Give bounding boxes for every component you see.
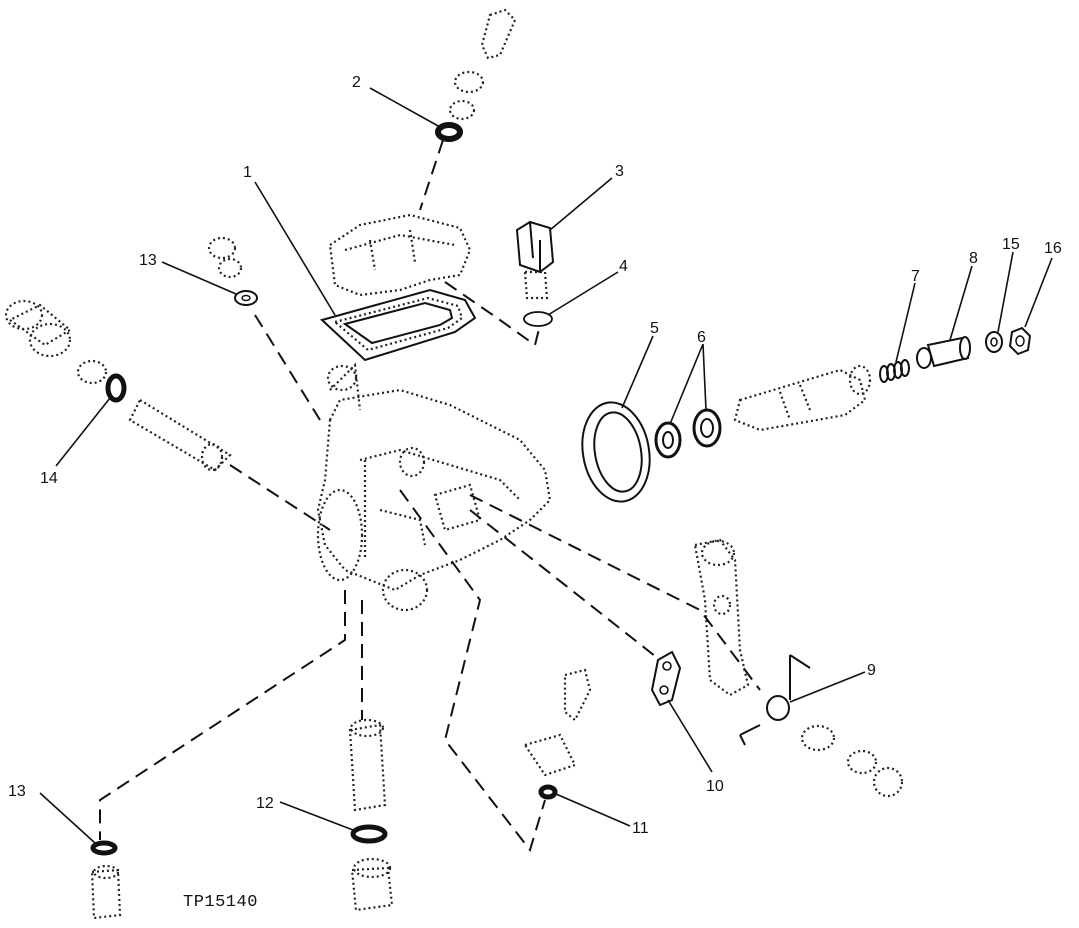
callout-13-bottom: 13 bbox=[8, 783, 26, 800]
callout-8: 8 bbox=[969, 250, 978, 267]
washer-15 bbox=[985, 331, 1003, 353]
callout-labels: 1 2 3 4 5 6 7 8 9 10 11 12 13 13 14 15 1… bbox=[8, 74, 1062, 837]
callout-10: 10 bbox=[706, 778, 724, 795]
callout-2: 2 bbox=[352, 74, 361, 91]
callout-12: 12 bbox=[256, 795, 274, 812]
washer-2 bbox=[435, 122, 463, 142]
callout-11: 11 bbox=[632, 820, 649, 837]
fitting-9-ghost bbox=[800, 724, 904, 798]
seal-ring-5 bbox=[581, 401, 651, 503]
callout-5: 5 bbox=[650, 320, 659, 337]
housing-ghost bbox=[316, 362, 552, 612]
plug-14-ghost bbox=[4, 299, 232, 472]
callout-3: 3 bbox=[615, 163, 624, 180]
cap-screw-top-ghost bbox=[448, 8, 517, 121]
spring-7 bbox=[879, 359, 910, 383]
washer-11 bbox=[538, 784, 558, 800]
nut-16 bbox=[1008, 326, 1032, 356]
cover-ghost bbox=[328, 213, 472, 297]
callout-14: 14 bbox=[40, 470, 58, 487]
assembly-dash-lines bbox=[99, 139, 761, 853]
bracket-11-ghost bbox=[523, 668, 592, 777]
valve-cap-3 bbox=[515, 220, 555, 300]
screw-13-top-ghost bbox=[207, 236, 243, 279]
callout-9: 9 bbox=[867, 662, 876, 679]
oring-14 bbox=[105, 373, 127, 403]
washer-12 bbox=[350, 824, 388, 844]
leader-lines bbox=[39, 87, 1053, 844]
callout-4: 4 bbox=[619, 258, 628, 275]
pin-clip-9 bbox=[739, 654, 811, 746]
sleeve-8 bbox=[916, 336, 971, 369]
callout-6: 6 bbox=[697, 329, 706, 346]
gasket-1 bbox=[320, 288, 477, 362]
callout-15: 15 bbox=[1002, 236, 1020, 253]
plug-13-bottom-ghost bbox=[90, 864, 122, 920]
oring-4 bbox=[523, 311, 553, 327]
lever-ghost bbox=[693, 538, 750, 697]
figure-code: TP15140 bbox=[183, 893, 258, 912]
washer-13-bottom bbox=[90, 840, 118, 856]
plug-12-ghost bbox=[348, 718, 394, 912]
plunger-ghost bbox=[733, 364, 872, 432]
callout-7: 7 bbox=[911, 268, 920, 285]
link-10 bbox=[650, 650, 682, 707]
washers-6 bbox=[654, 408, 722, 459]
callout-13-top: 13 bbox=[139, 252, 157, 269]
callout-1: 1 bbox=[243, 164, 252, 181]
washer-13-top bbox=[234, 290, 258, 306]
callout-16: 16 bbox=[1044, 240, 1062, 257]
